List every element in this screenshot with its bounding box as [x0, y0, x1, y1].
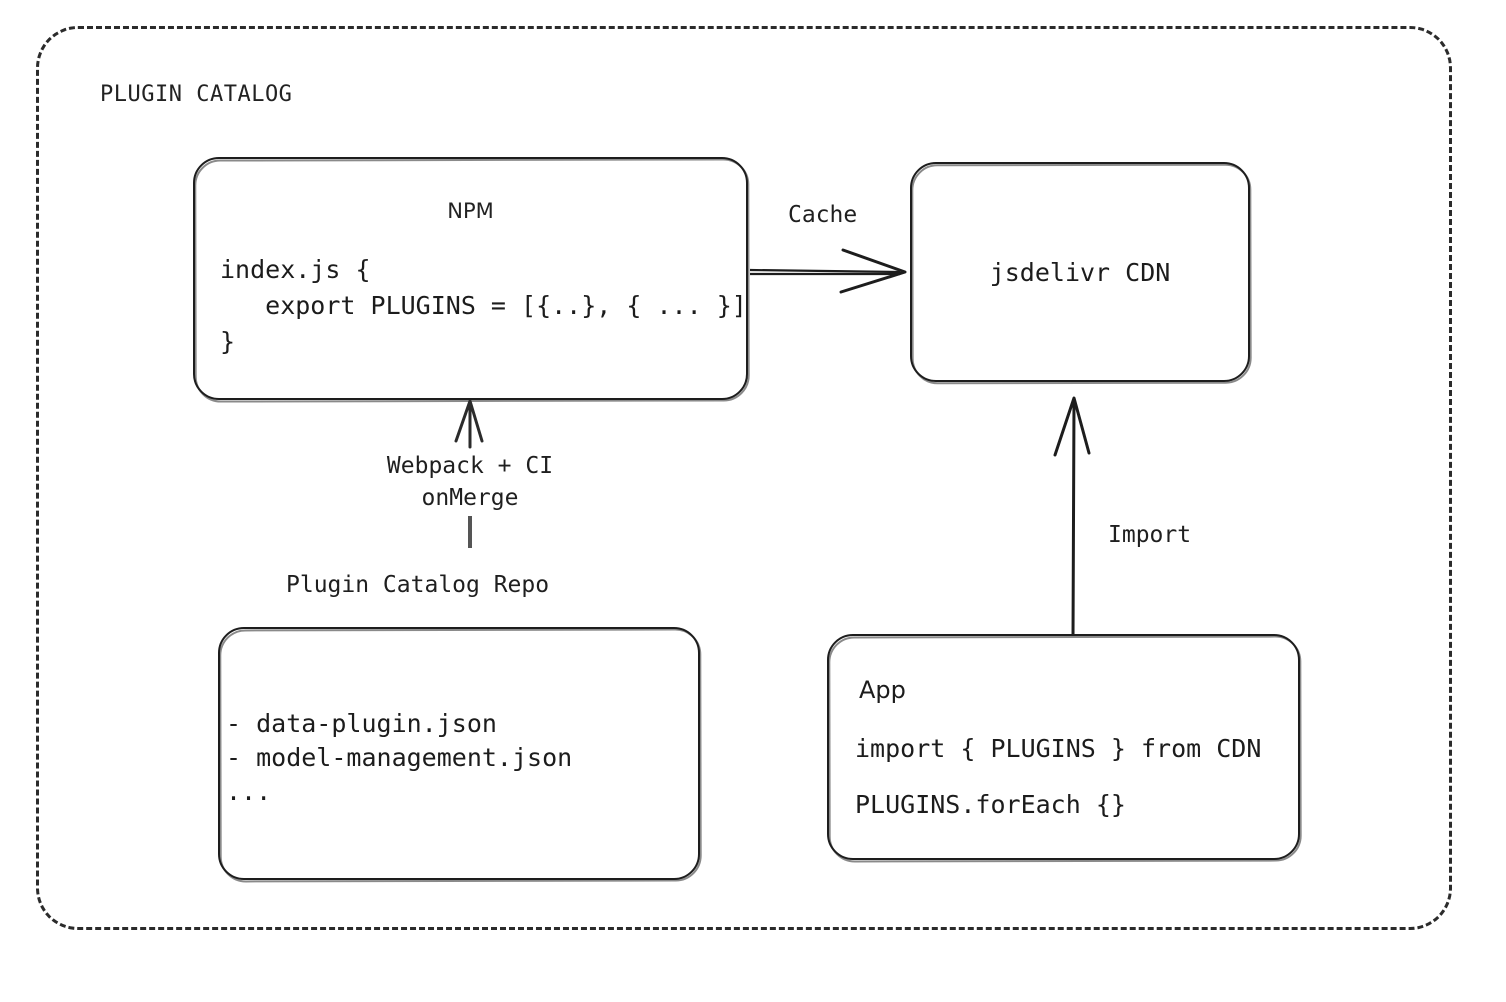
- edge-cache-label: Cache: [788, 202, 858, 228]
- node-repo-file-2: - model-management.json: [226, 743, 573, 772]
- node-app-outline: [827, 634, 1300, 860]
- node-cdn[interactable]: jsdelivr CDN: [910, 162, 1252, 385]
- node-repo-outline: [218, 627, 700, 880]
- edge-build-label-line-1: Webpack + CI: [386, 453, 554, 479]
- node-repo[interactable]: - data-plugin.json - model-management.js…: [218, 627, 702, 883]
- node-npm-title: NPM: [447, 199, 494, 223]
- edge-import-label: Import: [1108, 522, 1192, 548]
- node-npm[interactable]: NPM index.js { export PLUGINS = [{..}, {…: [193, 157, 750, 403]
- node-cdn-outline: [910, 162, 1250, 382]
- node-npm-code-line-2: export PLUGINS = [{..}, { ... }]: [220, 291, 747, 320]
- node-repo-file-3: ...: [226, 777, 272, 806]
- node-npm-code-line-1: index.js {: [220, 255, 371, 284]
- frame-title: PLUGIN CATALOG: [100, 82, 293, 107]
- repo-heading: Plugin Catalog Repo: [286, 572, 550, 598]
- node-npm-code-line-3: }: [220, 327, 236, 356]
- node-npm-outline: [193, 157, 748, 400]
- node-cdn-title: jsdelivr CDN: [989, 258, 1171, 287]
- node-app-code-line-2: PLUGINS.forEach {}: [855, 790, 1126, 819]
- node-app[interactable]: App import { PLUGINS } from CDN PLUGINS.…: [827, 634, 1302, 863]
- plugin-catalog-frame: [36, 26, 1452, 930]
- node-repo-file-1: - data-plugin.json: [226, 709, 497, 738]
- edge-build-label-line-2: onMerge: [421, 485, 519, 511]
- node-app-title: App: [859, 676, 906, 704]
- node-app-code-line-1: import { PLUGINS } from CDN: [855, 734, 1262, 763]
